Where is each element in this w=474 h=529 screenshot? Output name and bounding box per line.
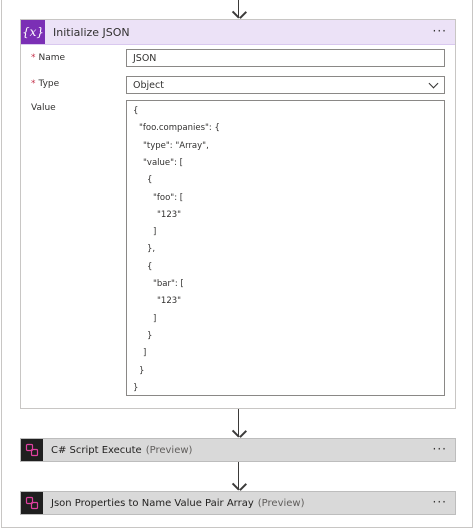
code-line: "123" [157, 209, 182, 220]
code-line: { [147, 175, 153, 186]
more-options-button[interactable]: ··· [432, 442, 447, 456]
code-line: "value": [ [143, 157, 183, 168]
variable-icon: {x} [21, 20, 45, 44]
code-line: } [133, 382, 139, 393]
action-title: C# Script Execute(Preview) [51, 445, 192, 456]
action-title: Json Properties to Name Value Pair Array… [51, 498, 305, 509]
action-title-text: C# Script Execute [51, 444, 142, 456]
type-label-text: Type [38, 79, 60, 89]
code-line: "type": "Array", [143, 140, 209, 151]
connector-middle [238, 409, 239, 436]
type-value: Object [133, 80, 164, 91]
more-options-button[interactable]: ··· [432, 24, 447, 38]
card-title: Initialize JSON [53, 25, 130, 39]
code-line: "foo.companies": { [139, 123, 220, 134]
code-line: "foo": [ [153, 192, 184, 203]
more-options-button[interactable]: ··· [432, 495, 447, 509]
code-line: } [147, 330, 153, 341]
action-csharp-script[interactable]: C# Script Execute(Preview) ··· [20, 438, 456, 462]
card-header[interactable]: {x} Initialize JSON [21, 20, 455, 45]
type-dropdown[interactable]: Object [126, 76, 445, 94]
code-line: ] [153, 313, 157, 324]
name-field[interactable]: JSON [126, 49, 445, 67]
name-label: *Name [31, 53, 65, 63]
code-line: "bar": [ [153, 279, 184, 289]
preview-tag: (Preview) [257, 497, 305, 509]
preview-tag: (Preview) [145, 444, 193, 456]
action-title-text: Json Properties to Name Value Pair Array [51, 497, 254, 509]
type-label: *Type [31, 79, 59, 89]
code-line: }, [147, 244, 156, 255]
connector-top [238, 0, 239, 17]
required-marker: * [31, 79, 36, 89]
value-editor[interactable]: {"foo.companies": {"type": "Array","valu… [126, 100, 445, 396]
value-label-text: Value [31, 103, 56, 113]
initialize-json-card: {x} Initialize JSON ··· *Name JSON *Type… [20, 19, 456, 409]
connector-icon [21, 439, 43, 461]
value-label: Value [31, 103, 56, 113]
chevron-down-icon [428, 78, 439, 89]
connector-bottom [238, 462, 239, 489]
code-line: "123" [157, 296, 182, 307]
required-marker: * [31, 53, 36, 63]
code-line: ] [153, 227, 157, 238]
code-line: ] [143, 348, 147, 359]
code-line: } [139, 365, 145, 376]
connector-icon [21, 492, 43, 514]
action-json-properties[interactable]: Json Properties to Name Value Pair Array… [20, 491, 456, 515]
code-line: { [147, 261, 153, 272]
code-line: { [133, 106, 139, 116]
name-label-text: Name [38, 53, 66, 63]
